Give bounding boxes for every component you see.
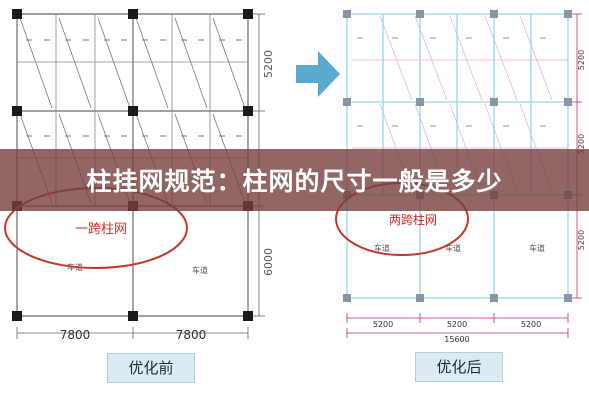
before-span-label: 一跨柱网 — [75, 222, 127, 237]
before-dim-upper: 5200 — [262, 50, 275, 78]
before-dim-lower: 6000 — [262, 248, 275, 276]
before-lane-right: 车道 — [192, 265, 208, 275]
after-dim-bottom-2: 5200 — [447, 320, 467, 329]
caption-before: 优化前 — [107, 353, 195, 383]
after-lane-3: 车道 — [529, 243, 545, 253]
banner-title: 柱挂网规范：柱网的尺寸一般是多少 — [86, 167, 503, 196]
after-lane-2: 车道 — [445, 243, 461, 253]
right-arrow-icon — [296, 51, 340, 97]
title-banner: 柱挂网规范：柱网的尺寸一般是多少 — [0, 149, 589, 211]
after-span-label: 两跨柱网 — [389, 212, 437, 227]
before-dim-bottom-left: 7800 — [60, 328, 91, 342]
after-dim-total: 15600 — [444, 335, 469, 344]
caption-after: 优化后 — [415, 352, 503, 382]
before-dim-bottom-right: 7800 — [176, 328, 207, 342]
after-dim-middle: 5200 — [577, 134, 586, 154]
after-dim-upper: 5200 — [577, 50, 586, 70]
after-lane-1: 车道 — [374, 243, 390, 253]
after-dim-bottom-1: 5200 — [373, 320, 393, 329]
after-dim-bottom-3: 5200 — [521, 320, 541, 329]
after-dim-lower: 5200 — [577, 230, 586, 250]
